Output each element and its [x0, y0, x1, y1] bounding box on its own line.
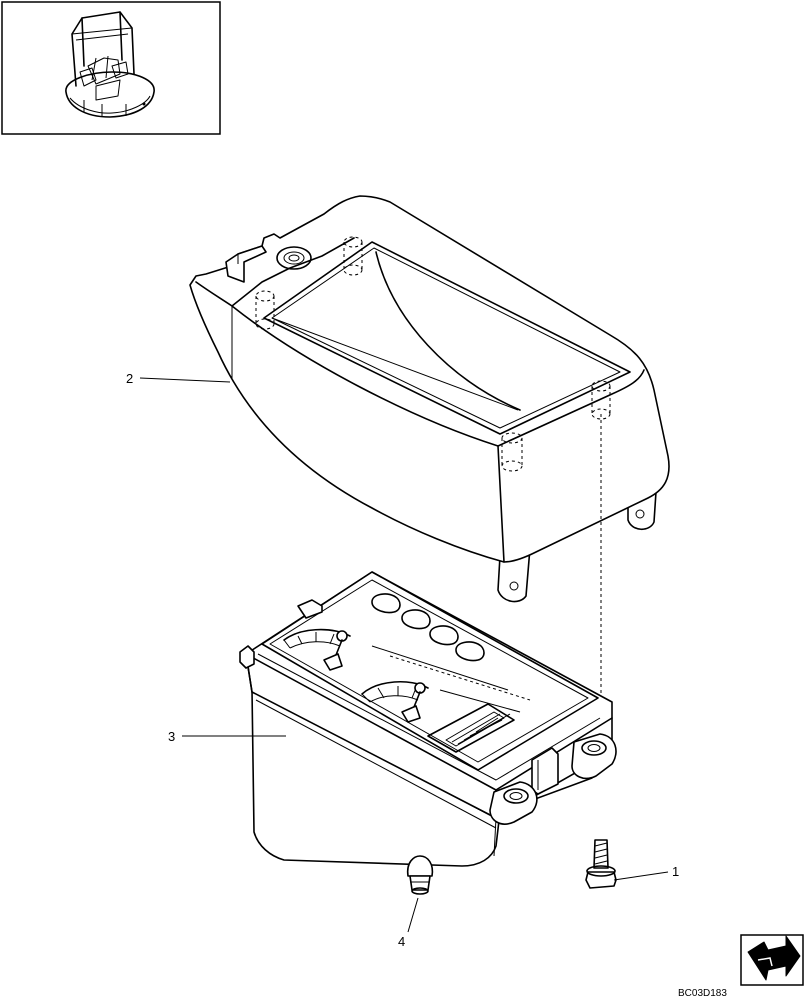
callout-label-1: 1: [672, 864, 679, 879]
cluster-side-clip-left: [239, 645, 255, 669]
callout-3: 3: [168, 729, 286, 744]
callout-label-3: 3: [168, 729, 175, 744]
cluster-base-housing: [251, 689, 599, 867]
part-4-bulb: [406, 855, 434, 895]
cover-boss: [276, 246, 312, 270]
cover-rear-latch: [225, 245, 267, 283]
next-page-arrow-icon[interactable]: [740, 934, 804, 986]
right-gauge: [361, 680, 521, 723]
left-gauge: [283, 628, 531, 701]
callout-2: 2: [126, 371, 231, 386]
cover-tab-hole-front: [509, 581, 519, 591]
part-1-screw: [585, 839, 617, 889]
callout-1: 1: [613, 864, 679, 881]
cover-window-opening: [263, 241, 631, 435]
callout-label-2: 2: [126, 371, 133, 386]
cover-body: [189, 195, 670, 563]
callout-label-4: 4: [398, 934, 405, 949]
locator-thumbnail: [1, 1, 221, 135]
cover-tab-hole-rear: [635, 509, 645, 519]
callout-4: 4: [398, 897, 419, 949]
part-2-instrument-cover: [189, 195, 670, 603]
cover-hidden-bosses: [255, 236, 611, 472]
drawing-code: BC03D183: [678, 988, 727, 999]
part-3-instrument-cluster: [239, 571, 617, 867]
machine-cab-locator-icon: [65, 11, 155, 118]
indicator-lamp-windows: [371, 593, 485, 662]
bar-graph-display: [427, 703, 515, 753]
cluster-rear-clip: [297, 599, 323, 619]
